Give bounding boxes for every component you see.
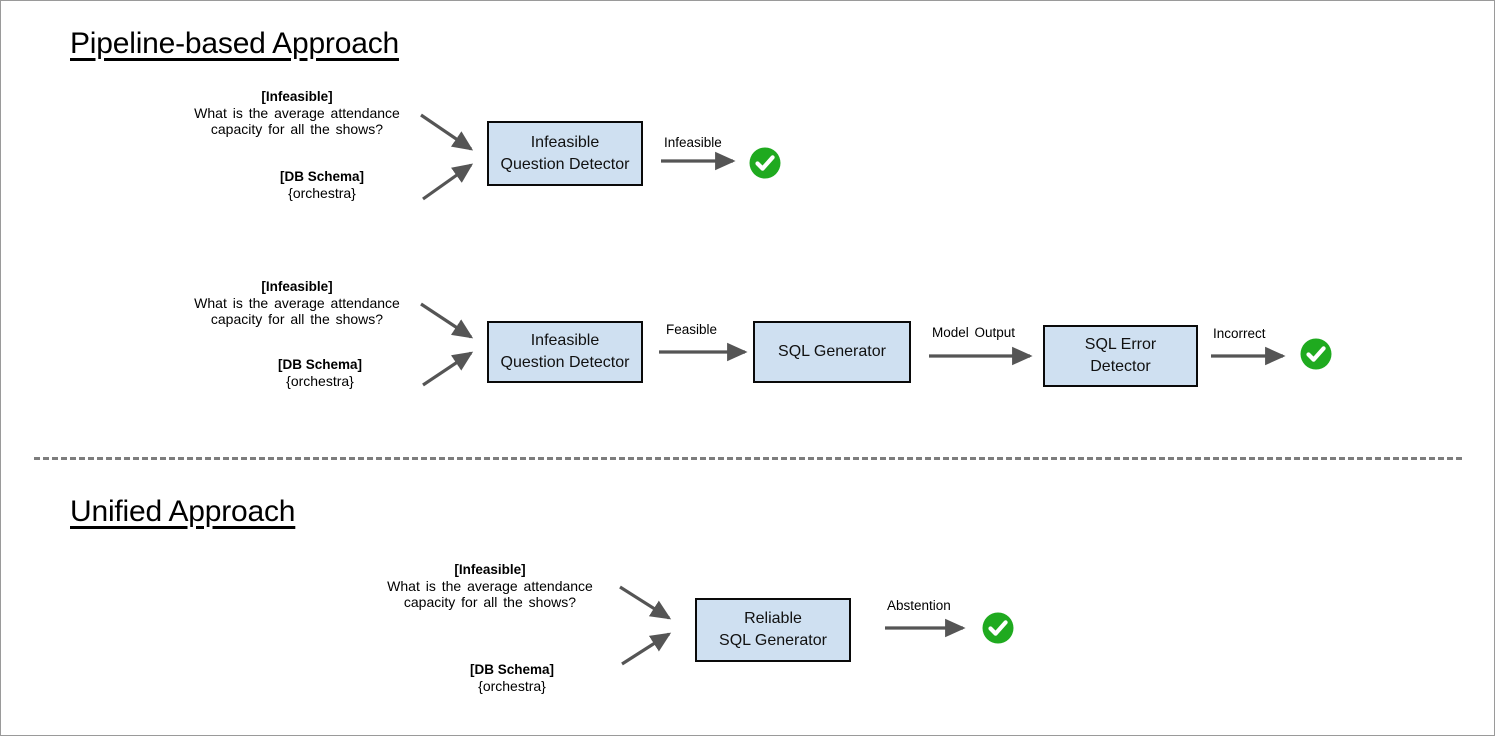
section-title-pipeline: Pipeline-based Approach [70, 27, 399, 60]
box-line1-detector-row2: Infeasible [530, 332, 600, 350]
schema-tag-unified: [DB Schema] [469, 662, 555, 677]
box-line2-sql-error-detector: Detector [1090, 358, 1151, 375]
arrow-sql-generator-to-error-detector [929, 346, 1033, 366]
box-line1-sql-error-detector: SQL Error [1084, 336, 1157, 354]
box-line2-reliable-sql-generator: SQL Generator [719, 632, 827, 649]
schema-tag-row1: [DB Schema] [279, 169, 365, 184]
edge-label-feasible: Feasible [666, 322, 718, 337]
box-line1-reliable-sql-generator: Reliable [744, 610, 802, 628]
box-line1-row1: Infeasible [530, 133, 600, 151]
section-title-unified: Unified Approach [70, 495, 296, 528]
input-schema-block-row1: [DB Schema] {orchestra} [231, 169, 413, 201]
arrow-error-detector-to-result [1211, 346, 1286, 366]
check-circle-icon-unified [982, 612, 1014, 644]
schema-value-row1: {orchestra} [288, 184, 356, 201]
schema-value-unified: {orchestra} [478, 677, 546, 694]
box-line2-detector-row2: Question Detector [500, 354, 630, 371]
arrow-reliable-generator-to-result [885, 618, 966, 638]
box-sql-error-detector[interactable]: SQL Error Detector [1043, 325, 1198, 387]
arrow-question-to-detector-row2 [420, 302, 474, 387]
box-sql-generator[interactable]: SQL Generator [753, 321, 911, 383]
input-question-block-row2: [Infeasible] What is the average attenda… [181, 279, 413, 328]
input-question-block-row1: [Infeasible] What is the average attenda… [181, 89, 413, 138]
box-reliable-sql-generator[interactable]: Reliable SQL Generator [695, 598, 851, 662]
edge-label-abstention: Abstention [887, 598, 951, 613]
input-schema-block-unified: [DB Schema] {orchestra} [421, 662, 603, 694]
question-line1-row2: What is the average attendance [194, 294, 400, 311]
question-line1-unified: What is the average attendance [387, 577, 593, 594]
question-tag-unified: [Infeasible] [454, 562, 526, 577]
check-circle-icon-row2 [1300, 338, 1332, 370]
question-line2-row1: capacity for all the shows? [210, 121, 384, 138]
section-divider [34, 457, 1462, 460]
question-line2-row2: capacity for all the shows? [210, 311, 384, 328]
schema-tag-row2: [DB Schema] [277, 357, 363, 372]
box-line2-row1: Question Detector [500, 155, 630, 173]
schema-value-row2: {orchestra} [286, 372, 354, 389]
question-line2-unified: capacity for all the shows? [403, 594, 577, 611]
input-schema-block-row2: [DB Schema] {orchestra} [229, 357, 411, 389]
box-infeasible-question-detector-row1[interactable]: Infeasible Question Detector [487, 121, 643, 186]
arrow-question-to-reliable-generator [619, 585, 672, 666]
box-infeasible-question-detector-row2[interactable]: Infeasible Question Detector [487, 321, 643, 383]
arrow-question-to-detector-row1 [420, 113, 474, 201]
edge-label-infeasible-row1: Infeasible [664, 135, 722, 150]
arrow-detector-to-sql-generator [659, 342, 748, 362]
question-tag-row2: [Infeasible] [261, 279, 333, 294]
box-line1-sql-generator: SQL Generator [778, 343, 886, 361]
arrow-detector-to-result-row1 [661, 151, 736, 171]
question-tag-row1: [Infeasible] [261, 89, 333, 104]
edge-label-model-output: Model Output [932, 325, 1016, 340]
question-line1-row1: What is the average attendance [194, 104, 400, 121]
input-question-block-unified: [Infeasible] What is the average attenda… [374, 562, 606, 611]
check-circle-icon-row1 [749, 147, 781, 179]
edge-label-incorrect: Incorrect [1213, 326, 1266, 341]
